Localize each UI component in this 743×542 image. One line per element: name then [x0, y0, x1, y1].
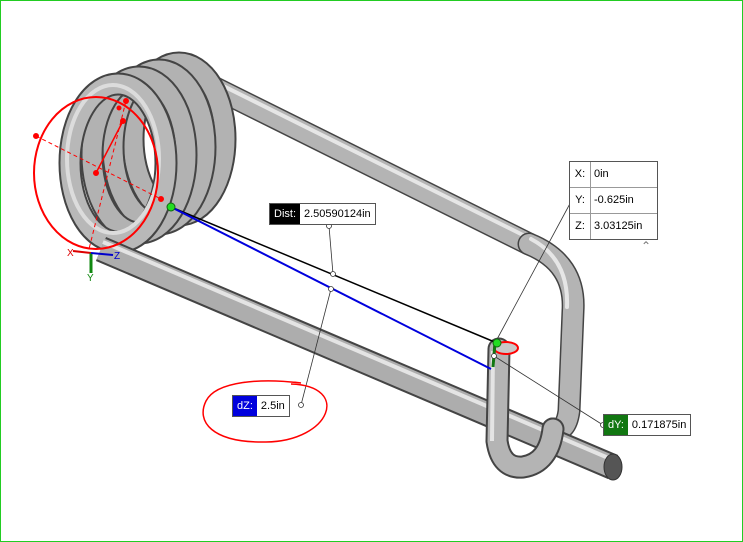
dy-callout[interactable]: dY: 0.171875in	[603, 414, 692, 436]
spring-bottom-leg	[95, 237, 623, 481]
spring-coils	[58, 51, 237, 254]
coord-row-y: Y: -0.625in	[570, 188, 657, 214]
triad-x-label: X	[67, 248, 74, 259]
dz-callout[interactable]: dZ: 2.5in	[232, 395, 290, 417]
coord-z-label: Z:	[570, 214, 591, 239]
coord-y-value: -0.625in	[594, 194, 634, 206]
chevron-up-icon[interactable]: ⌃	[641, 239, 652, 253]
start-point-marker[interactable]	[166, 202, 176, 212]
annotation-circle	[202, 380, 328, 443]
dz-value: 2.5in	[260, 400, 285, 412]
coord-x-value: 0in	[594, 168, 609, 180]
distance-callout[interactable]: Dist: 2.50590124in	[269, 203, 376, 225]
dy-value: 0.171875in	[631, 419, 687, 431]
spring-top-leg	[169, 59, 541, 256]
triad-y-label: Y	[87, 273, 94, 284]
distance-value: 2.50590124in	[304, 208, 371, 220]
coordinates-callout[interactable]: X: 0in Y: -0.625in Z: 3.03125in	[569, 161, 658, 240]
coord-z-value: 3.03125in	[594, 220, 643, 232]
triad-z-label: Z	[114, 251, 120, 262]
coord-row-z: Z: 3.03125in	[570, 214, 657, 239]
distance-label: Dist:	[270, 204, 300, 224]
coord-y-label: Y:	[570, 188, 591, 213]
rod-end-face	[603, 453, 623, 481]
coord-x-label: X:	[570, 162, 591, 187]
reference-triad: X Y Z	[67, 248, 120, 284]
dz-label: dZ:	[233, 396, 257, 416]
end-point-marker[interactable]	[492, 338, 502, 348]
dy-label: dY:	[604, 415, 628, 435]
coord-row-x: X: 0in	[570, 162, 657, 188]
sketch-circle	[33, 96, 164, 250]
